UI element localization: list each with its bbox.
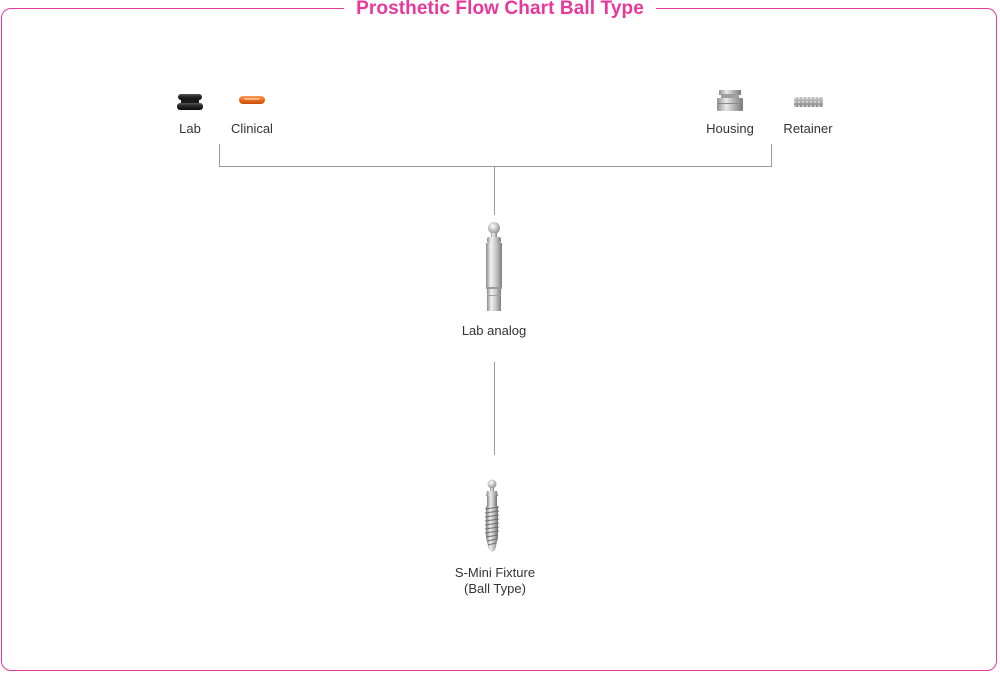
orange-cap-icon [239,96,265,104]
retainer-ring-icon [794,97,823,107]
page-title: Prosthetic Flow Chart Ball Type [344,0,656,20]
title-bar: Prosthetic Flow Chart Ball Type [0,0,1000,21]
black-cap-icon [177,94,203,110]
connector-left-drop [219,144,220,166]
metal-housing-icon [717,90,743,111]
lab-analog-label: Lab analog [461,323,527,338]
connector-horizontal [219,166,772,167]
s-mini-fixture-icon [484,479,500,552]
connector-right-drop [771,144,772,166]
connector-to-fixture [494,362,495,455]
housing-label: Housing [706,121,754,136]
connector-to-lab-analog [494,166,495,215]
lab-analog-icon [486,222,502,311]
lab-label: Lab [179,121,201,136]
clinical-label: Clinical [231,121,273,136]
fixture-label-line1: S-Mini Fixture [454,565,536,580]
retainer-label: Retainer [783,121,833,136]
fixture-label-line2: (Ball Type) [464,581,526,596]
